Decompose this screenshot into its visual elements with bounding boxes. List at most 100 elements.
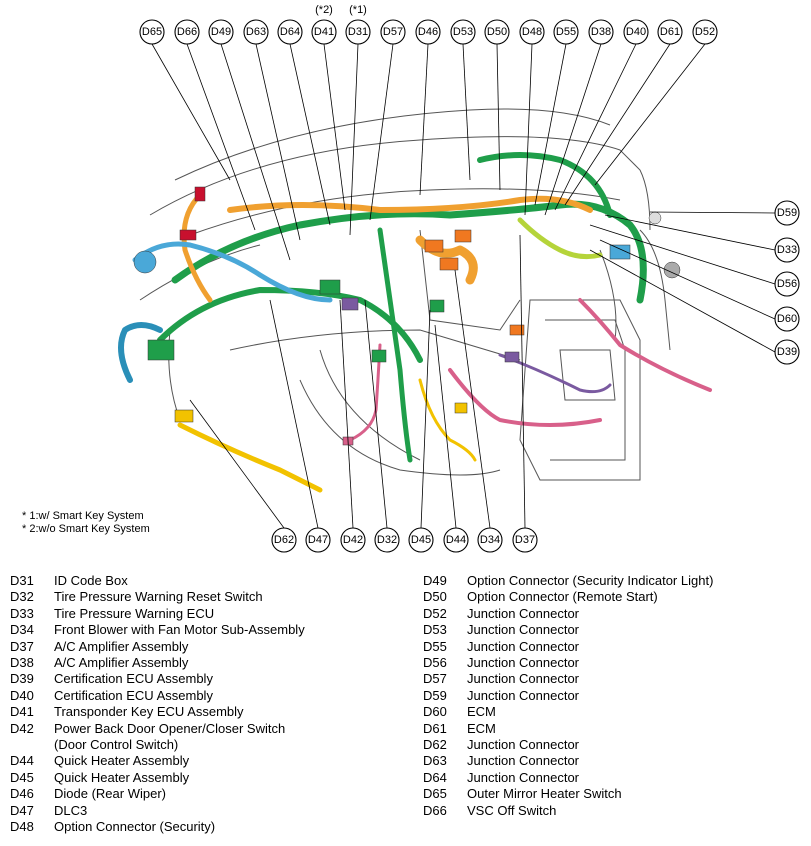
callout-text: D62 xyxy=(274,534,294,546)
callout-text: D45 xyxy=(411,534,431,546)
callout-d59: D59 xyxy=(774,200,800,226)
legend-description: Junction Connector xyxy=(467,638,580,654)
legend-description: Transponder Key ECU Assembly xyxy=(54,704,244,720)
callout-text: D31 xyxy=(348,26,368,38)
callout-text: D32 xyxy=(377,534,397,546)
connector-orange xyxy=(424,239,444,253)
callout-circle xyxy=(443,527,469,553)
callout-circle xyxy=(553,19,579,45)
legend-description: Junction Connector xyxy=(467,737,580,753)
leader-line xyxy=(220,43,291,261)
harness-green-center xyxy=(377,227,413,463)
leader-line xyxy=(589,249,776,353)
connector-green xyxy=(147,339,175,361)
legend-description: Quick Heater Assembly xyxy=(54,769,190,785)
leader-line xyxy=(339,299,354,529)
legend-description: Quick Heater Assembly xyxy=(54,753,190,769)
legend-row-d42: D42 Power Back Door Opener/Closer Switch xyxy=(10,721,410,737)
harness-orange-upper xyxy=(227,195,593,213)
callout-circle xyxy=(484,19,510,45)
callout-d34: D34 xyxy=(477,527,503,553)
legend-row-d45: D45 Quick Heater Assembly xyxy=(10,770,410,786)
callout-circle xyxy=(174,19,200,45)
callout-d46: D46 xyxy=(415,19,441,45)
legend-code: D39 xyxy=(10,671,34,687)
callout-d38: D38 xyxy=(588,19,614,45)
legend-code: D42 xyxy=(10,720,34,736)
callout-text: D34 xyxy=(480,534,500,546)
legend-code: D61 xyxy=(423,720,447,736)
legend-description: ID Code Box xyxy=(54,573,128,588)
callout-text: D66 xyxy=(177,26,197,38)
connector-red xyxy=(179,229,197,241)
legend-code: D44 xyxy=(10,753,34,769)
callout-d61: D61 xyxy=(657,19,683,45)
legend-code: D45 xyxy=(10,769,34,785)
callout-circle xyxy=(311,19,337,45)
legend-description: Junction Connector xyxy=(467,605,580,621)
callout-text: D59 xyxy=(777,207,797,219)
callout-circle xyxy=(408,527,434,553)
leader-line xyxy=(589,224,776,285)
legend-code: D57 xyxy=(423,671,447,687)
callout-circle xyxy=(305,527,331,553)
callout-d39: D39 xyxy=(774,339,800,365)
callout-d44: D44 xyxy=(443,527,469,553)
legend-description: Front Blower with Fan Motor Sub-Assembly xyxy=(54,622,305,638)
leader-line xyxy=(151,43,231,181)
callout-text: D37 xyxy=(515,534,535,546)
leader-line xyxy=(496,43,501,191)
legend-description: Power Back Door Opener/Closer Switch xyxy=(54,720,286,736)
leader-line xyxy=(454,269,491,529)
callout-d65: D65 xyxy=(139,19,165,45)
callout-circle xyxy=(512,527,538,553)
legend-code: D60 xyxy=(423,704,447,720)
connector-round xyxy=(648,211,662,225)
legend-description: Tire Pressure Warning ECU xyxy=(54,605,215,621)
harness-pink-right xyxy=(578,298,712,392)
legend-code: D64 xyxy=(423,769,447,785)
callout-circle xyxy=(623,19,649,45)
note-smart-key: * 1:w/ Smart Key System xyxy=(22,510,144,522)
callout-text: D60 xyxy=(777,313,797,325)
harness-blue-left xyxy=(132,241,333,303)
callout-text: D38 xyxy=(591,26,611,38)
callout-d40: D40 xyxy=(623,19,649,45)
leader-line xyxy=(564,43,671,206)
legend-code: D31 xyxy=(10,573,34,588)
callout-d50: D50 xyxy=(484,19,510,45)
connector-purple xyxy=(504,351,520,363)
callout-circle xyxy=(380,19,406,45)
legend-description: Diode (Rear Wiper) xyxy=(54,786,166,802)
callout-circle xyxy=(374,527,400,553)
callout-d52: D52 xyxy=(692,19,718,45)
legend-code: D48 xyxy=(10,819,34,835)
callout-circle xyxy=(774,271,800,297)
callout-d48: D48 xyxy=(519,19,545,45)
legend-code: D62 xyxy=(423,737,447,753)
legend-code: D47 xyxy=(10,802,34,818)
callout-circle xyxy=(774,339,800,365)
connector-green xyxy=(319,279,341,295)
callout-text: D48 xyxy=(522,26,542,38)
callout-annotation: (*2) xyxy=(315,4,333,16)
callout-text: D47 xyxy=(308,534,328,546)
callout-d53: D53 xyxy=(450,19,476,45)
callout-d66: D66 xyxy=(174,19,200,45)
connector-orange xyxy=(454,229,472,243)
callout-text: D61 xyxy=(660,26,680,38)
callout-text: D64 xyxy=(280,26,300,38)
legend-description: Option Connector (Security) xyxy=(54,819,216,835)
callout-d57: D57 xyxy=(380,19,406,45)
legend-code: D34 xyxy=(10,622,34,638)
connector-yellow xyxy=(454,402,468,414)
